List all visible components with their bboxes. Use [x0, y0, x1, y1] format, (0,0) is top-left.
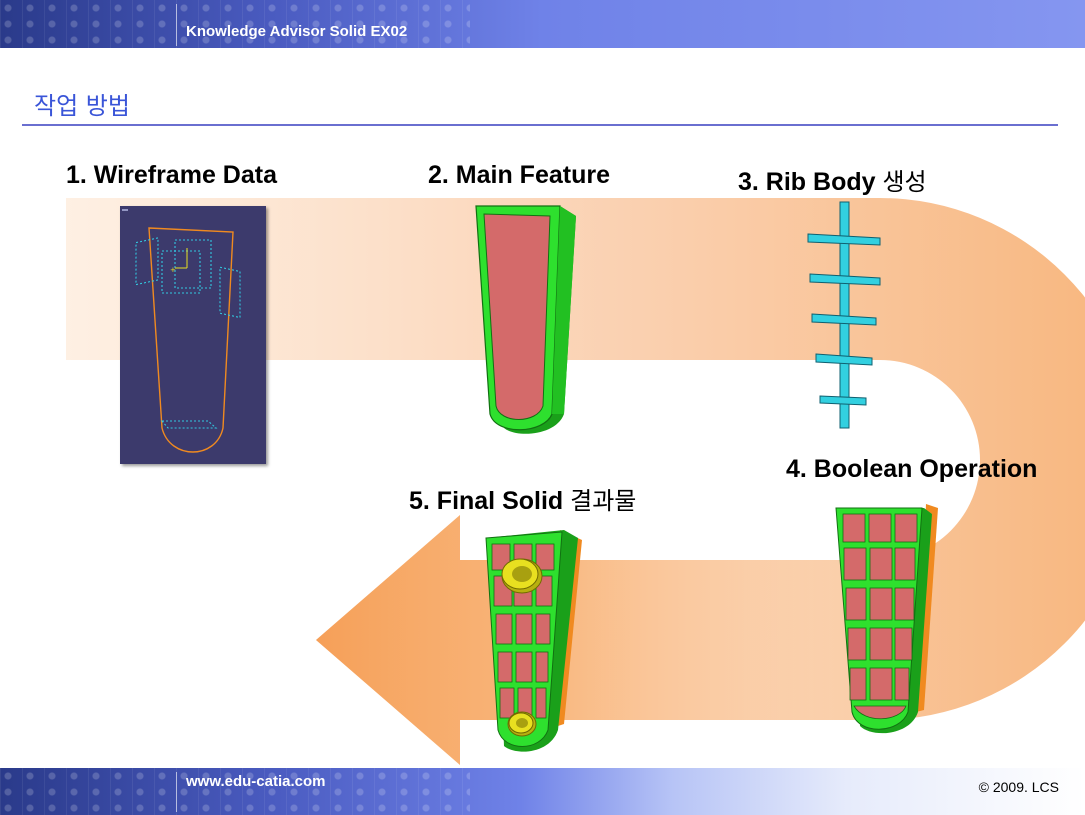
final-solid-image — [485, 530, 582, 752]
step-2-label: 2. Main Feature — [428, 161, 610, 190]
rib-body-image — [807, 201, 881, 429]
header-pattern — [0, 0, 470, 48]
boolean-operation-image — [835, 504, 938, 734]
step-5-text: 5. Final Solid — [409, 487, 564, 515]
header-bar: Knowledge Advisor Solid EX02 — [0, 0, 1085, 48]
footer-pattern — [0, 768, 470, 815]
upper-boss — [501, 558, 543, 594]
footer-divider — [176, 772, 177, 812]
wireframe-drawing: + — [135, 227, 241, 453]
lower-boss — [507, 711, 537, 737]
document-title: Knowledge Advisor Solid EX02 — [186, 23, 408, 40]
step-3-label: 3. Rib Body 생성 — [738, 162, 927, 197]
arrow-head — [316, 515, 880, 765]
step-3-text: 3. Rib Body — [738, 168, 876, 196]
wireframe-marker — [122, 209, 128, 211]
step-1-text: 1. Wireframe Data — [66, 161, 277, 189]
wireframe-image: + — [120, 206, 266, 464]
step-5-label: 5. Final Solid 결과물 — [409, 481, 636, 516]
step-4-text: 4. Boolean Operation — [786, 455, 1038, 483]
section-divider — [22, 124, 1058, 126]
footer-website-link[interactable]: www.edu-catia.com — [186, 773, 326, 790]
main-feature-image — [475, 205, 576, 434]
footer-bar: www.edu-catia.com © 2009. LCS — [0, 768, 1085, 815]
header-divider — [176, 4, 177, 46]
svg-text:+: + — [170, 266, 176, 274]
step-4-label: 4. Boolean Operation — [786, 455, 1037, 484]
step-5-suffix: 결과물 — [570, 487, 637, 515]
step-2-text: 2. Main Feature — [428, 161, 610, 189]
step-1-label: 1. Wireframe Data — [66, 161, 277, 190]
footer-copyright: © 2009. LCS — [978, 779, 1059, 795]
section-title: 작업 방법 — [34, 92, 130, 120]
step-3-suffix: 생성 — [882, 168, 927, 196]
